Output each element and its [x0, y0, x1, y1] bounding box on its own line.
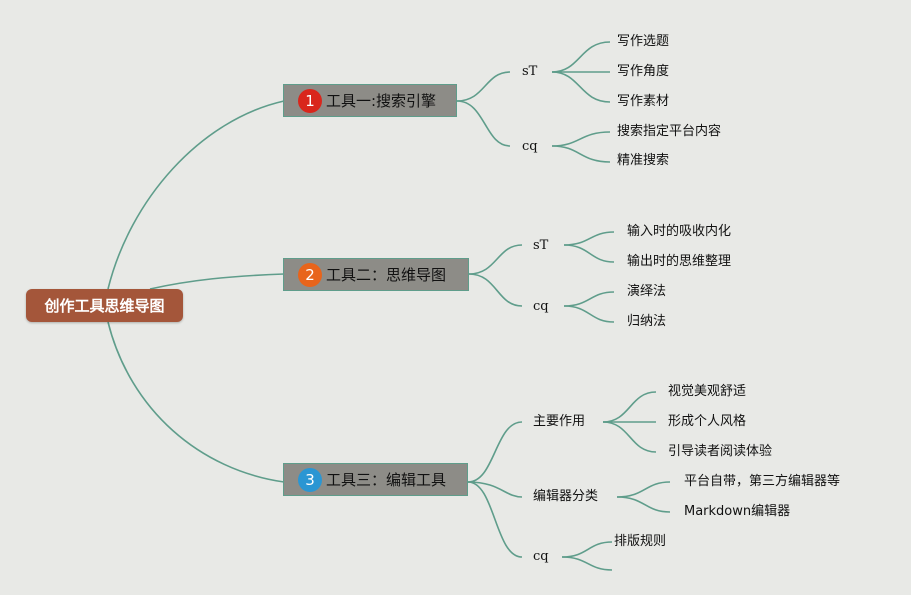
branch-node-1[interactable]: 1 工具一:搜索引擎: [283, 84, 457, 117]
link-branch-1-group-st: [456, 71, 511, 102]
branch-node-2[interactable]: 2 工具二：思维导图: [283, 258, 469, 291]
leaf-label[interactable]: 输入时的吸收内化: [627, 224, 732, 239]
link-branch-2-group-cq: [468, 273, 523, 307]
leaf-label[interactable]: 输出时的思维整理: [627, 254, 732, 269]
leaf-label[interactable]: 归纳法: [627, 314, 667, 329]
link-branch-2-group-st: [468, 244, 523, 275]
leaf-label[interactable]: Markdown编辑器: [684, 504, 791, 519]
link-branch-3-group-main: [467, 421, 523, 483]
link-root-branch-2: [149, 273, 285, 290]
branch-label: 工具二：思维导图: [326, 266, 447, 284]
number-badge: 2: [298, 262, 322, 287]
group-label-cq[interactable]: cq: [533, 549, 549, 564]
branch-label: 工具三：编辑工具: [326, 471, 447, 489]
number-badge: 1: [298, 88, 322, 113]
link-branch-3-group-cq: [467, 481, 523, 558]
root-label: 创作工具思维导图: [44, 297, 165, 315]
branch-node-3[interactable]: 3 工具三：编辑工具: [283, 463, 468, 496]
branch-label: 工具一:搜索引擎: [326, 92, 437, 110]
leaf-label[interactable]: 排版规则: [614, 534, 667, 549]
leaf-label[interactable]: 写作素材: [617, 94, 670, 109]
link-branch-3-group-editor: [467, 481, 523, 498]
leaf-label[interactable]: 平台自带，第三方编辑器等: [684, 474, 841, 489]
link-root-branch-1: [107, 100, 285, 290]
leaf-label[interactable]: 写作角度: [617, 64, 670, 79]
leaf-label[interactable]: 视觉美观舒适: [668, 384, 747, 399]
group-label-st[interactable]: sT: [533, 238, 549, 253]
leaf-label[interactable]: 形成个人风格: [668, 414, 747, 429]
number-badge: 3: [298, 467, 322, 492]
group-label-cq[interactable]: cq: [522, 139, 538, 154]
link-root-branch-3: [107, 321, 285, 483]
leaf-label[interactable]: 引导读者阅读体验: [668, 444, 773, 459]
link-branch-1-group-cq: [456, 100, 511, 147]
group-label-st[interactable]: sT: [522, 64, 538, 79]
leaf-label[interactable]: 精准搜索: [617, 153, 670, 168]
leaf-label[interactable]: 演绎法: [627, 284, 667, 299]
group-label-cq[interactable]: cq: [533, 299, 549, 314]
group-label-main-use[interactable]: 主要作用: [533, 414, 586, 429]
leaf-label[interactable]: 写作选题: [617, 34, 670, 49]
group-label-editor-types[interactable]: 编辑器分类: [533, 489, 599, 504]
root-node[interactable]: 创作工具思维导图: [26, 289, 183, 322]
leaf-label[interactable]: 搜索指定平台内容: [617, 124, 722, 139]
